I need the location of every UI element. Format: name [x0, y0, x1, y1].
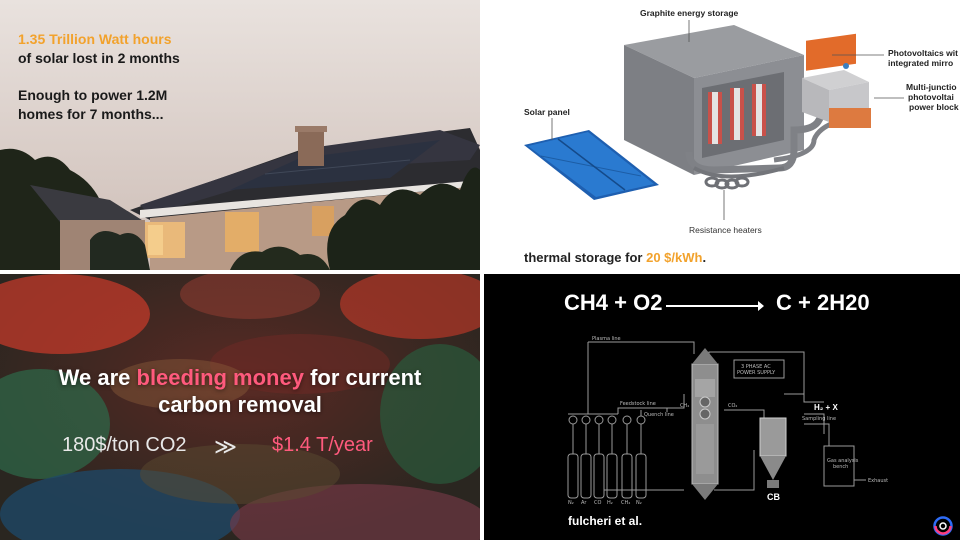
citation-credit: fulcheri et al. — [568, 514, 643, 528]
resistance-heater-coil — [704, 176, 750, 190]
label-resistance-heaters: Resistance heaters — [689, 225, 762, 235]
headline-accent: bleeding money — [136, 365, 304, 390]
gas-label-5: CH₄ — [621, 500, 630, 506]
equation-right: C + 2H20 — [776, 290, 870, 315]
thermal-storage-caption: thermal storage for 20 $/kWh. — [524, 250, 706, 265]
label-junction-3: power block — [909, 102, 959, 112]
label-graphite-storage: Graphite energy storage — [640, 8, 739, 18]
thermal-storage-panel: Graphite energy storage Photovoltaics wi… — [484, 0, 960, 270]
caption-suffix: . — [702, 250, 707, 265]
graphite-block-left — [624, 45, 694, 175]
solar-loss-headline-rest: of solar lost in 2 months — [18, 50, 180, 66]
caption-price: 20 $/kWh — [646, 250, 703, 265]
power-supply-label-2: POWER SUPPLY — [737, 370, 776, 376]
plasma-line-label: Plasma line — [592, 336, 621, 342]
power-supply-label-1: 3 PHASE AC — [741, 364, 771, 370]
label-pv-mirror-2: integrated mirro — [888, 58, 954, 68]
label-junction-2: photovoltai — [908, 92, 954, 102]
carbon-black-label: CB — [767, 492, 780, 502]
exhaust-label: Exhaust — [868, 478, 888, 484]
co2-label: CO₂ — [728, 403, 737, 409]
climate-heatmap-background — [0, 274, 480, 540]
quench-line-label: Quench line — [644, 412, 674, 418]
reactor-schematic: Plasma line 3 PHASE AC POWER SUPPLY Feed… — [567, 336, 888, 506]
headline-line-1: We are bleeding money for current — [0, 364, 480, 391]
headline-line-1-b: for current — [303, 365, 422, 390]
thermal-storage-diagram — [524, 20, 904, 220]
label-solar-panel: Solar panel — [524, 107, 570, 117]
carbon-removal-headline: We are bleeding money for current carbon… — [0, 364, 480, 418]
gas-label-6: N₂ — [636, 500, 642, 506]
gas-label-2: Ar — [581, 500, 587, 506]
headline-line-1-a: We are — [58, 365, 137, 390]
methane-pyrolysis-panel: CH4 + O2 C + 2H20 — [484, 274, 960, 540]
cost-per-year: $1.4 T/year — [272, 434, 373, 456]
solar-loss-subline-1: Enough to power 1.2M — [18, 87, 168, 103]
gas-analysis-label-2: bench — [833, 464, 848, 470]
cost-per-ton: 180$/ton CO2 — [62, 434, 187, 456]
h2-output-label: H₂ + X — [814, 403, 838, 412]
label-pv-mirror-1: Photovoltaics wit — [888, 48, 958, 58]
solar-loss-headline: 1.35 Trillion Watt hours — [18, 31, 172, 47]
brand-logo-icon — [933, 516, 953, 536]
gas-analysis-label-1: Gas analysis — [827, 458, 859, 464]
caption-prefix: thermal storage for — [524, 250, 647, 265]
solar-loss-subline-2: homes for 7 months... — [18, 106, 164, 122]
headline-line-2: carbon removal — [158, 392, 322, 417]
carbon-removal-panel: We are bleeding money for current carbon… — [0, 274, 480, 540]
gas-label-4: H₂ — [607, 500, 613, 506]
sampling-line-label: Sampling line — [802, 416, 836, 422]
solar-loss-panel: 1.35 Trillion Watt hours of solar lost i… — [0, 0, 480, 270]
solar-loss-text: 1.35 Trillion Watt hours of solar lost i… — [18, 30, 180, 124]
arrow-icon: ≫ — [214, 434, 238, 459]
gas-label-1: N₂ — [568, 500, 574, 506]
equation-left: CH4 + O2 — [564, 290, 663, 315]
house-photo — [0, 0, 480, 270]
reaction-arrow-icon — [666, 301, 764, 311]
gas-label-3: CO — [594, 500, 601, 506]
label-junction-1: Multi-junctio — [906, 82, 957, 92]
feedstock-line-label: Feedstock line — [620, 401, 656, 407]
graphite-block-top — [624, 25, 804, 78]
ch4-label: CH₄ — [680, 403, 689, 409]
